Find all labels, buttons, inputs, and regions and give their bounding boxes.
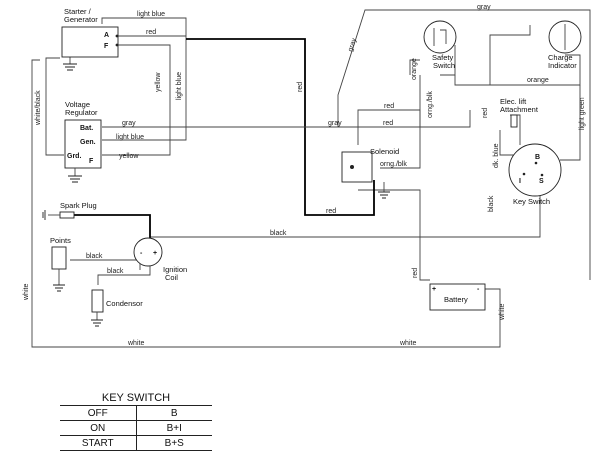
- wire-label: white: [127, 340, 144, 347]
- starter-pin-a: A: [104, 32, 109, 39]
- wire-label: light blue: [176, 72, 183, 100]
- wire-label: white: [23, 284, 30, 301]
- starter-generator: Starter / Generator A F: [61, 7, 119, 71]
- wire-label: orng./blk: [427, 91, 434, 118]
- charge-label: Charge: [548, 53, 573, 62]
- charge-indicator: Charge Indicator: [548, 20, 582, 70]
- key-table-title: KEY SWITCH: [60, 391, 212, 406]
- wire-label: red: [412, 268, 419, 278]
- wire-label: white: [399, 340, 416, 347]
- regulator-pin-f: F: [89, 158, 94, 165]
- key-position: OFF: [60, 405, 137, 421]
- wire-label: black: [86, 253, 103, 260]
- lift-label: Elec. lift: [500, 97, 527, 106]
- wire-label: gray: [347, 37, 358, 53]
- safety-label-2: Switch: [433, 61, 455, 70]
- wire-label: red: [326, 208, 336, 215]
- points-label: Points: [50, 236, 71, 245]
- key-connection: B: [135, 405, 212, 421]
- wire-label: light green: [579, 97, 586, 130]
- wire-label: orange: [527, 77, 549, 84]
- ignition-label: Ignition: [163, 265, 187, 274]
- wire-label: white: [499, 304, 506, 321]
- wire-label: light blue: [116, 134, 144, 141]
- wire-label: black: [270, 230, 287, 237]
- wire-labels: light blue red yellow light blue white/b…: [23, 4, 586, 347]
- key-position: ON: [60, 420, 137, 436]
- table-row: OFF B: [60, 405, 212, 421]
- battery-minus: -: [477, 286, 480, 293]
- ignition-coil: - + Ignition Coil: [133, 237, 187, 282]
- table-row: ON B+I: [60, 420, 212, 436]
- wire-label: white/black: [35, 90, 42, 126]
- lift-attachment: Elec. lift Attachment: [500, 97, 539, 128]
- key-pin-s: S: [539, 178, 544, 185]
- coil-label: Coil: [165, 273, 178, 282]
- regulator-label: Voltage: [65, 100, 90, 109]
- wire-label: light blue: [137, 11, 165, 18]
- starter-label: Starter /: [64, 7, 92, 16]
- table-row: START B+S: [60, 435, 212, 451]
- wire-label: yellow: [155, 72, 162, 92]
- coil-pin-minus: -: [140, 250, 143, 257]
- generator-label: Generator: [64, 15, 98, 24]
- wire-label: black: [107, 268, 124, 275]
- wire-label: orng./blk: [380, 161, 407, 168]
- regulator-pin-grd: Grd.: [67, 153, 81, 160]
- key-switch-label: Key Switch: [513, 197, 550, 206]
- voltage-regulator: Voltage Regulator Bat. Gen. Grd. F: [64, 100, 102, 183]
- solenoid: Solenoid: [341, 147, 399, 199]
- wire-label: orange: [411, 58, 418, 80]
- charge-label-2: Indicator: [548, 61, 577, 70]
- regulator-label-2: Regulator: [65, 108, 98, 117]
- battery-plus: +: [432, 286, 436, 293]
- key-pin-i: I: [519, 178, 521, 185]
- battery-label: Battery: [444, 295, 468, 304]
- wire-label: red: [146, 29, 156, 36]
- key-connection: B+I: [135, 420, 212, 436]
- wire-label: yellow: [119, 153, 139, 160]
- lift-label-2: Attachment: [500, 105, 539, 114]
- key-switch-table: KEY SWITCH OFF B ON B+I START B+S: [60, 391, 212, 451]
- condensor: Condensor: [91, 289, 143, 327]
- safety-switch: Safety Switch: [423, 20, 457, 70]
- condensor-label: Condensor: [106, 299, 143, 308]
- battery: Battery + -: [429, 283, 486, 311]
- solenoid-label: Solenoid: [370, 147, 399, 156]
- safety-label: Safety: [432, 53, 454, 62]
- wire-label: red: [383, 120, 393, 127]
- wire-label: red: [384, 103, 394, 110]
- points: Points: [50, 236, 71, 292]
- wire-label: gray: [122, 120, 136, 127]
- spark-plug-label: Spark Plug: [60, 201, 97, 210]
- regulator-pin-gen: Gen.: [80, 139, 96, 146]
- wire-label: gray: [328, 120, 342, 127]
- key-position: START: [60, 435, 137, 451]
- wire-network: [31, 9, 591, 348]
- wire-label: red: [482, 108, 489, 118]
- key-switch: B I S Key Switch: [508, 143, 562, 206]
- wire-label: black: [488, 195, 495, 212]
- wire-label: dk. blue: [493, 143, 500, 168]
- wire-label: gray: [477, 4, 491, 11]
- key-pin-b: B: [535, 154, 540, 161]
- regulator-pin-bat: Bat.: [80, 125, 93, 132]
- wire-label: red: [297, 82, 304, 92]
- starter-pin-f: F: [104, 43, 109, 50]
- coil-pin-plus: +: [153, 250, 157, 257]
- key-connection: B+S: [135, 435, 212, 451]
- spark-plug: Spark Plug: [42, 201, 97, 220]
